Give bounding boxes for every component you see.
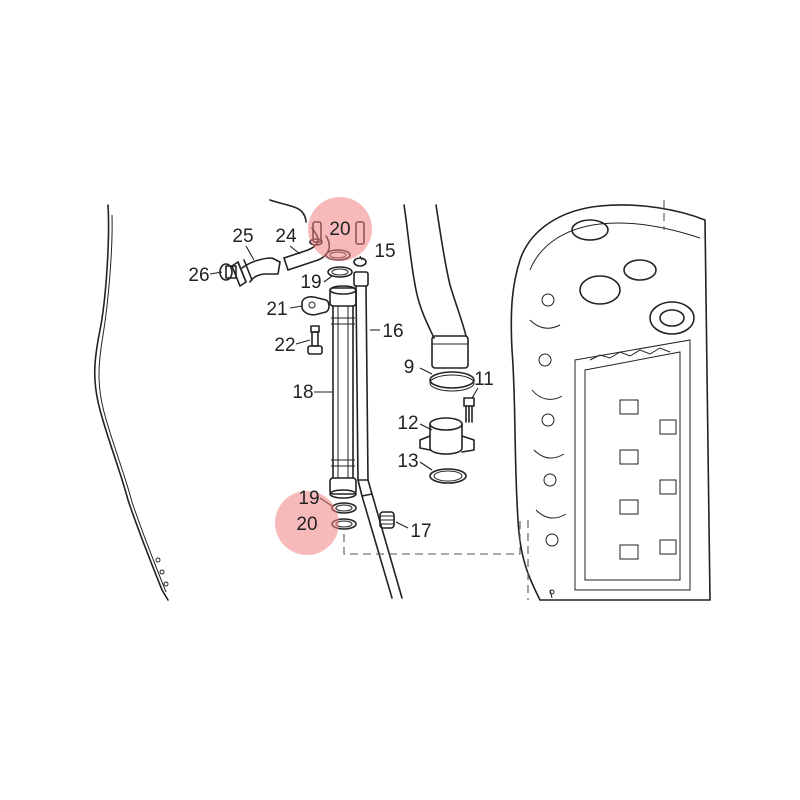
dashed-reference-lines: [343, 200, 665, 600]
callout-22: 22: [274, 335, 295, 356]
highlight-circle-top: [308, 197, 372, 261]
pipe-16: [353, 271, 403, 599]
large-hose: [403, 204, 469, 369]
callout-17: 17: [410, 521, 431, 542]
grommet-17: [379, 511, 395, 529]
callout-15: 15: [374, 241, 395, 262]
highlight-circle-bottom: [275, 491, 339, 555]
callout-19-bottom: 19: [298, 488, 319, 509]
callout-25: 25: [232, 226, 253, 247]
callout-9: 9: [404, 357, 415, 378]
housing-12: [419, 417, 475, 455]
callout-20-top: 20: [329, 219, 350, 240]
bolt-22: [307, 325, 323, 355]
callout-13: 13: [397, 451, 418, 472]
callout-labels: 20 25 24 15 26 19 21 16 22 18 9 11 12 13…: [188, 219, 493, 542]
ring-15: [353, 257, 367, 267]
o-ring-19-top: [327, 266, 353, 278]
clamp-9: [429, 371, 475, 392]
housing-outline: [93, 204, 169, 601]
callout-16: 16: [382, 321, 403, 342]
callout-19-top: 19: [300, 272, 321, 293]
callout-20-bottom: 20: [296, 514, 317, 535]
bracket-21: [301, 296, 330, 316]
leader-lines: [209, 245, 479, 529]
callout-11: 11: [474, 369, 494, 390]
callout-24: 24: [275, 226, 297, 247]
elbow-fitting-25: [231, 257, 281, 287]
engine-block: [510, 204, 711, 601]
tube-18: [329, 285, 357, 499]
o-ring-13: [429, 468, 467, 484]
bolt-11: [463, 397, 475, 423]
callout-12: 12: [397, 413, 418, 434]
callout-26: 26: [188, 265, 209, 286]
callout-21: 21: [266, 299, 287, 320]
callout-18: 18: [292, 382, 313, 403]
